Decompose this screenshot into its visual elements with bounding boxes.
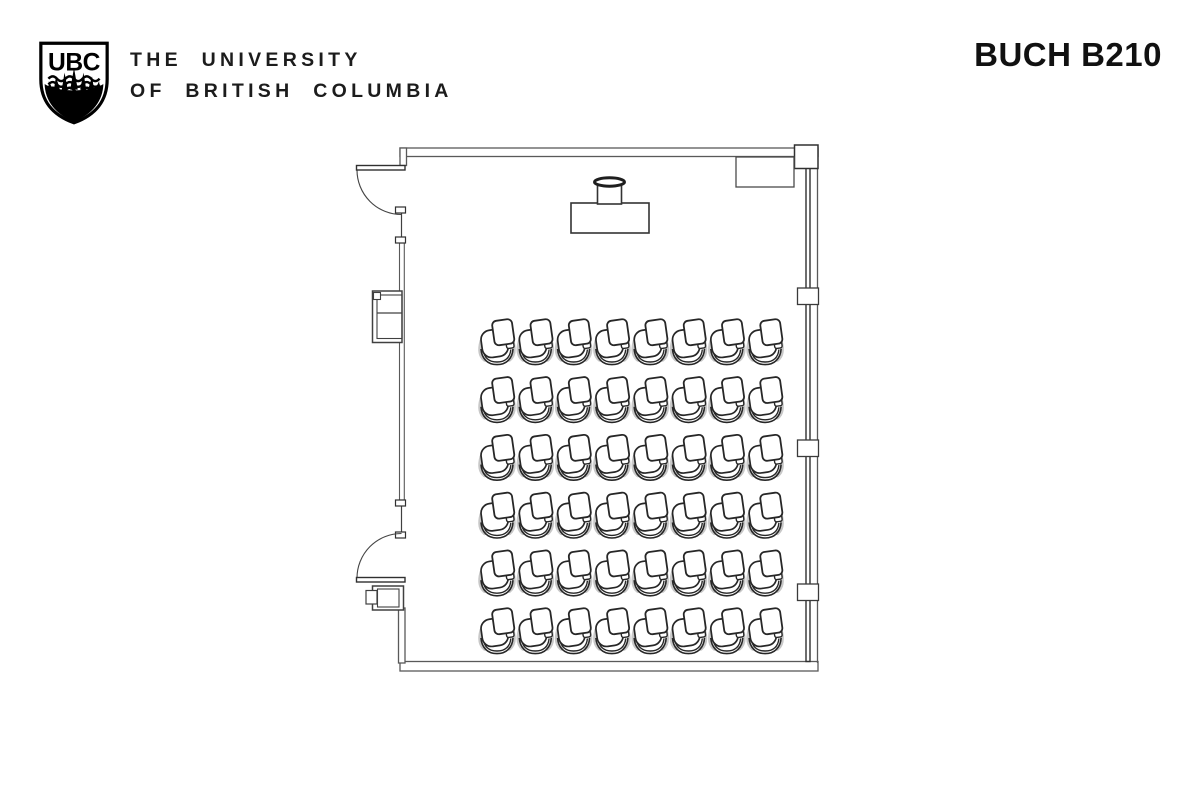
seat: [631, 432, 670, 483]
seat: [516, 490, 556, 540]
seat: [516, 374, 556, 425]
window-sill-block: [394, 236, 407, 244]
door-swing-arc: [356, 532, 402, 579]
seat: [707, 605, 747, 656]
seat: [631, 605, 670, 656]
seat: [592, 374, 632, 425]
seat: [707, 490, 747, 540]
ubc-logo: UBC: [39, 41, 109, 125]
seat: [669, 432, 709, 483]
door-swing-arc: [356, 169, 402, 216]
seat: [746, 432, 785, 483]
seat: [746, 547, 785, 598]
seat: [477, 490, 517, 540]
seat: [707, 374, 747, 425]
seat: [554, 605, 594, 656]
wall-bottom: [399, 660, 819, 672]
door-leaf: [355, 164, 406, 171]
seat: [746, 374, 785, 425]
seat: [516, 605, 556, 656]
seat: [669, 374, 709, 425]
seat: [746, 605, 785, 656]
seat: [592, 547, 632, 598]
seat: [477, 374, 517, 425]
window-mullion: [796, 287, 820, 306]
seat: [669, 316, 709, 367]
seat: [554, 374, 594, 425]
seat: [746, 490, 785, 540]
window-sill-block: [394, 499, 407, 507]
left-window-band: [394, 206, 407, 539]
floor-plan: [355, 144, 820, 672]
seat: [592, 490, 632, 540]
seat: [669, 605, 709, 656]
university-name-line1: THE UNIVERSITY: [130, 49, 362, 71]
seat: [707, 547, 747, 598]
seat: [631, 316, 670, 367]
radiator-upper: [371, 290, 403, 344]
seat: [631, 490, 670, 540]
counter: [735, 156, 795, 188]
window-mullion: [796, 583, 820, 602]
instructor-table: [570, 202, 650, 234]
seat: [477, 547, 517, 598]
seat: [516, 316, 556, 367]
seat: [477, 605, 517, 656]
window-sill-block: [394, 206, 407, 214]
door-bottom-left: [355, 532, 406, 583]
window-mullion: [796, 439, 820, 458]
door-leaf: [355, 576, 406, 583]
seat: [516, 547, 556, 598]
instructor-chair-back: [593, 176, 626, 188]
logo-sunburst: [44, 67, 104, 122]
window-sill-block: [394, 531, 407, 539]
seat: [707, 316, 747, 367]
seat: [746, 316, 785, 367]
university-wordmark: THE UNIVERSITY OF BRITISH COLUMBIA: [130, 45, 453, 107]
seat: [592, 316, 632, 367]
room-title: BUCH B210: [974, 36, 1162, 73]
radiator-lower: [365, 585, 405, 611]
wall-top-left-cap: [399, 147, 408, 167]
seat: [477, 316, 517, 367]
seat: [669, 490, 709, 540]
corner-block: [793, 144, 819, 170]
seat: [554, 432, 594, 483]
seat-grid: [477, 316, 785, 656]
instructor-station: [570, 176, 650, 234]
seat: [516, 432, 556, 483]
seat: [477, 432, 517, 483]
seat: [554, 490, 594, 540]
seat: [592, 432, 632, 483]
seat: [631, 547, 670, 598]
seat: [592, 605, 632, 656]
door-top-left: [355, 164, 406, 216]
seat: [669, 547, 709, 598]
seat: [631, 374, 670, 425]
seat: [707, 432, 747, 483]
wall-left-lower: [397, 607, 406, 664]
wall-top: [399, 147, 819, 158]
right-window-wall: [793, 144, 820, 663]
university-name-line2: OF BRITISH COLUMBIA: [130, 80, 453, 102]
seat: [554, 547, 594, 598]
seat: [554, 316, 594, 367]
